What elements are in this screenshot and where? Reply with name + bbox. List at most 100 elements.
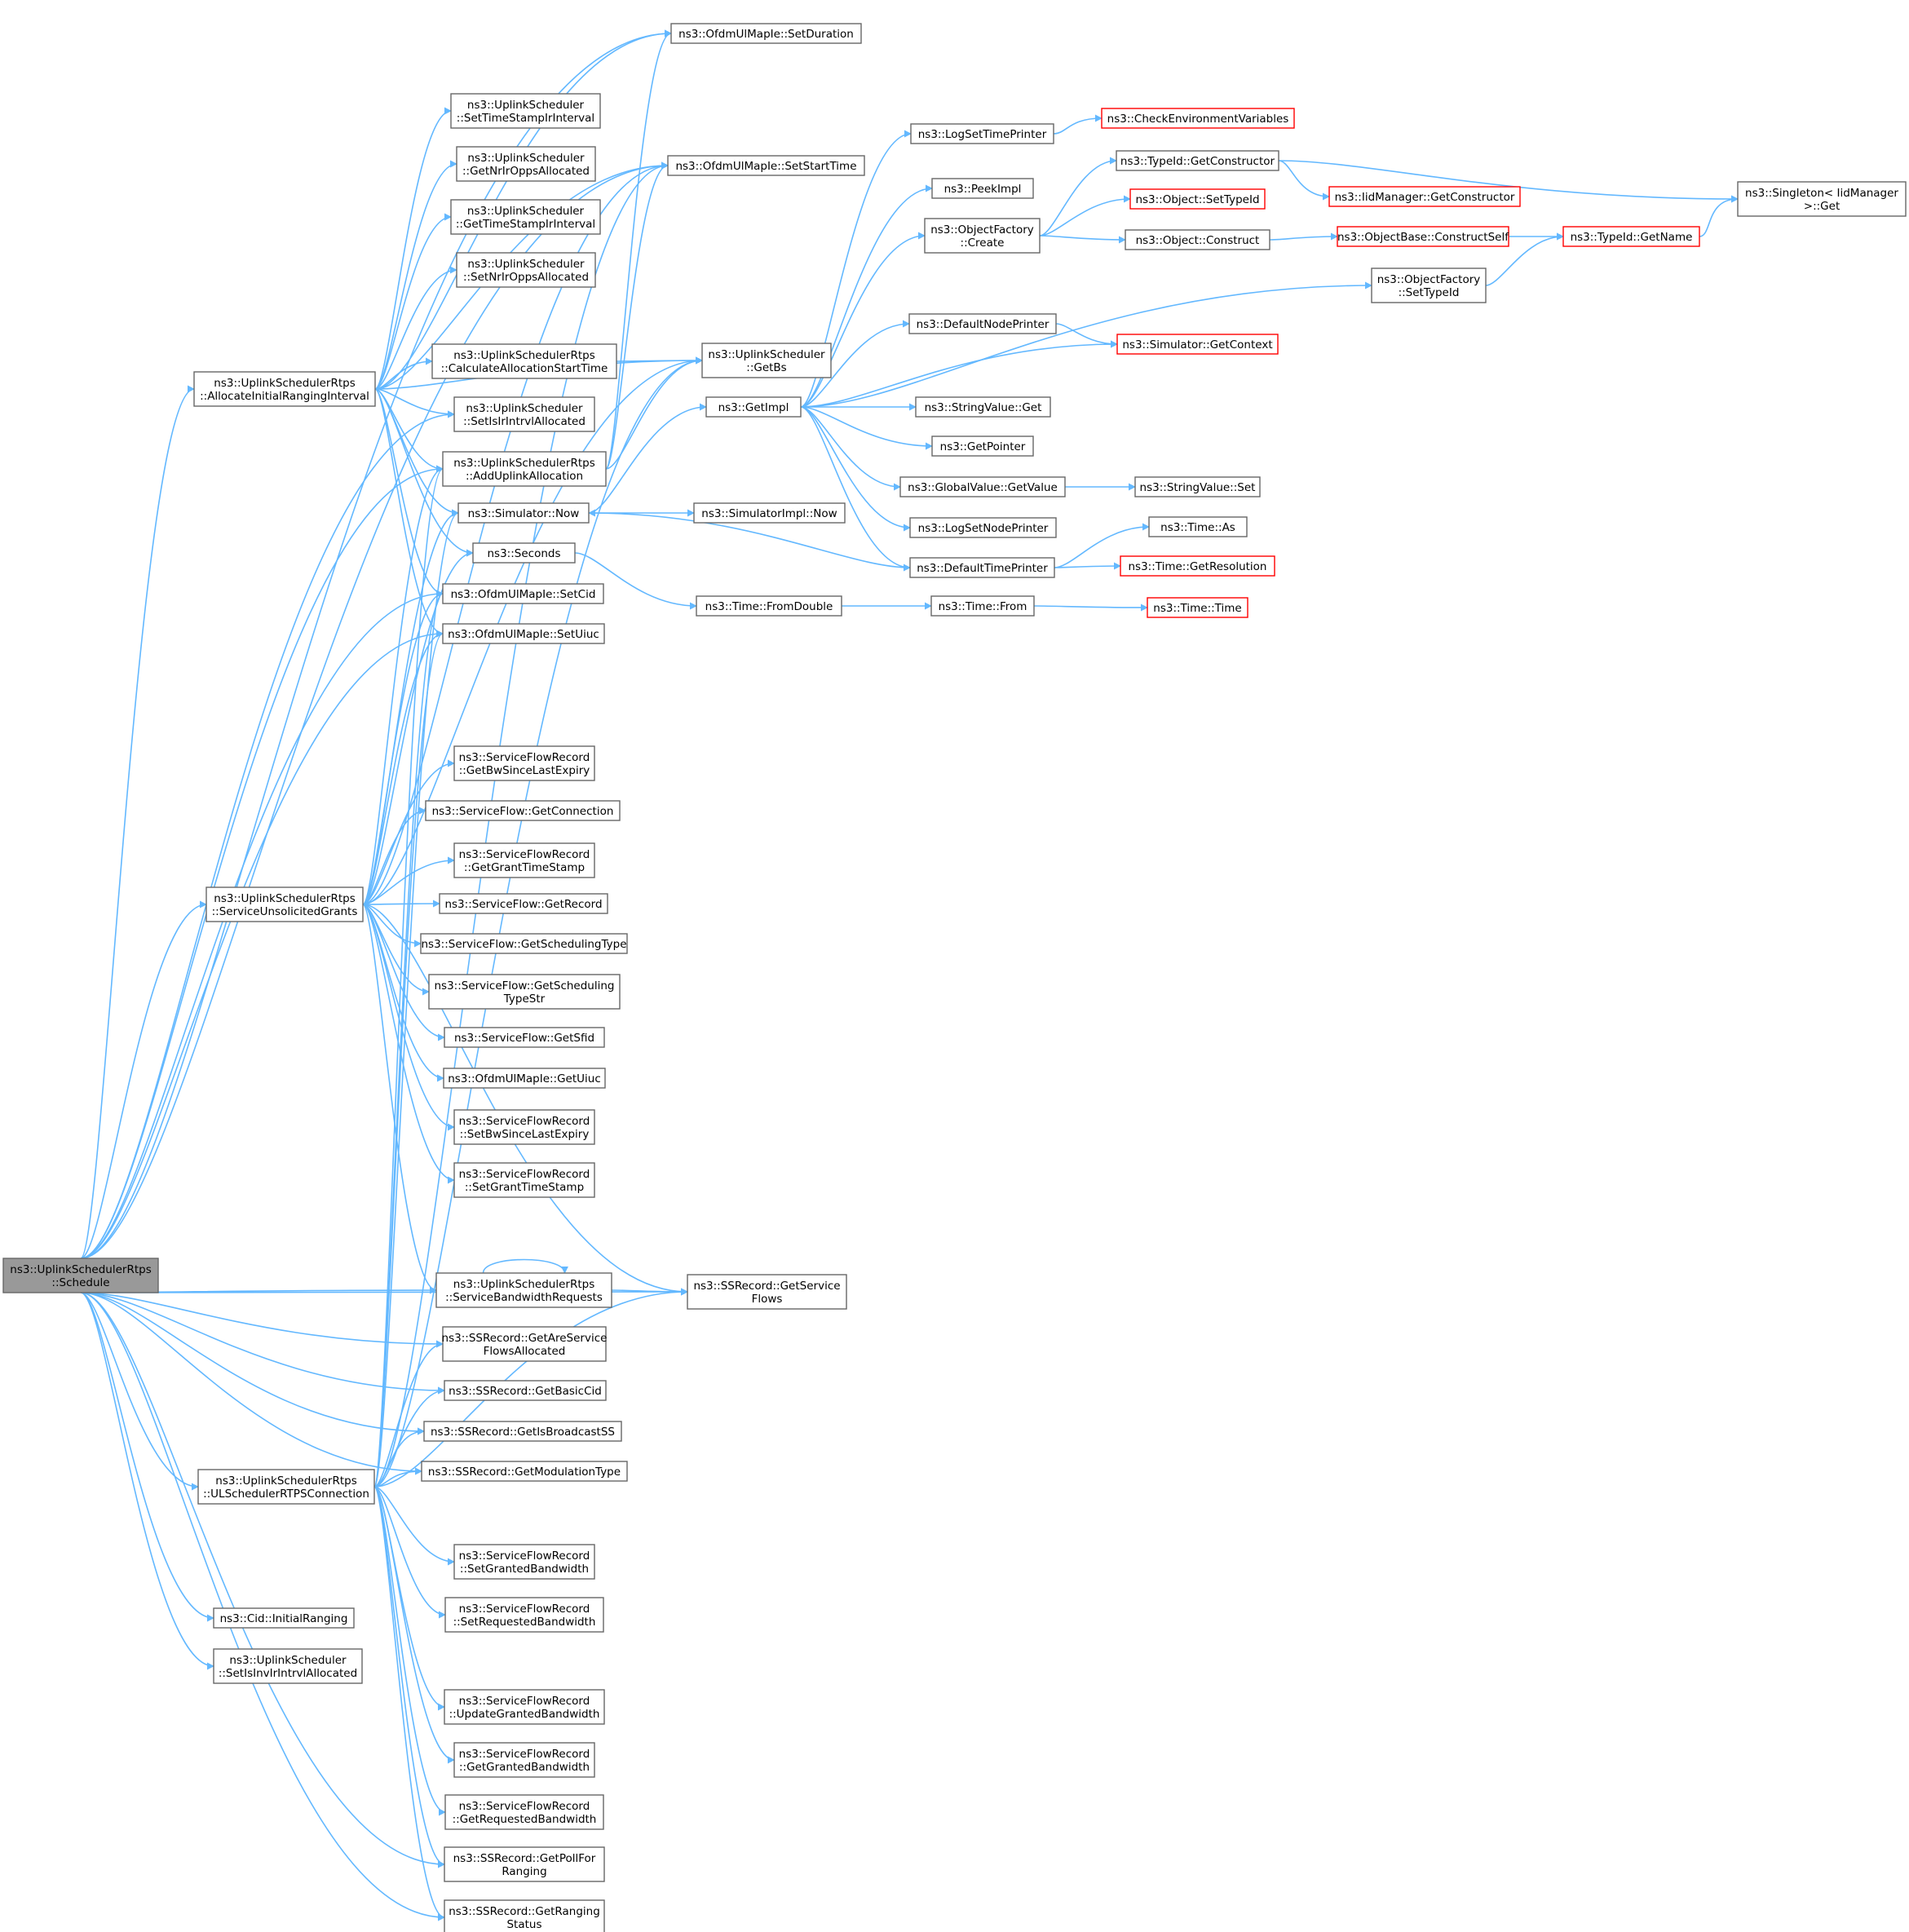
node-setinv[interactable]: ns3::UplinkScheduler::SetIsInvIrIntrvlAl… — [213, 1648, 363, 1684]
node-label-ofsettid-1: ::SetTypeId — [1399, 286, 1460, 299]
node-settsir[interactable]: ns3::UplinkScheduler::SetTimeStampIrInte… — [450, 93, 601, 129]
node-sfr_getbw[interactable]: ns3::ServiceFlowRecord::GetBwSinceLastEx… — [453, 745, 595, 781]
edge-getimpl-to-logstp — [800, 130, 912, 408]
node-timefrom[interactable]: ns3::Time::From — [930, 595, 1035, 617]
node-objbcs[interactable]: ns3::ObjectBase::ConstructSelf — [1337, 226, 1509, 247]
node-sf_getst[interactable]: ns3::ServiceFlow::GetSchedulingType — [420, 933, 628, 954]
node-sfr_setrbw[interactable]: ns3::ServiceFlowRecord::SetRequestedBand… — [444, 1597, 604, 1633]
node-sf_getconn[interactable]: ns3::ServiceFlow::GetConnection — [425, 800, 621, 821]
node-getimpl[interactable]: ns3::GetImpl — [705, 396, 802, 418]
node-sfr_getrbw[interactable]: ns3::ServiceFlowRecord::GetRequestedBand… — [444, 1794, 604, 1830]
node-sfr_getgts[interactable]: ns3::ServiceFlowRecord::GetGrantTimeStam… — [453, 842, 595, 878]
edge-logstp-to-checkenv — [1053, 114, 1103, 135]
node-sbr[interactable]: ns3::UplinkSchedulerRtps::ServiceBandwid… — [435, 1272, 612, 1308]
edge-getimpl-to-simgetctx — [800, 340, 1118, 408]
node-sfr_setgts[interactable]: ns3::ServiceFlowRecord::SetGrantTimeStam… — [453, 1162, 595, 1198]
node-label-getbs-1: ::GetBs — [746, 361, 786, 374]
edge-sbr-to-ss_getsf — [611, 1288, 688, 1296]
edge-alloc-to-gettsir — [374, 213, 452, 390]
node-setstart[interactable]: ns3::OfdmUlMapIe::SetStartTime — [667, 155, 865, 176]
node-suq[interactable]: ns3::UplinkSchedulerRtps::ServiceUnsolic… — [205, 886, 364, 922]
node-sf_getsfid[interactable]: ns3::ServiceFlow::GetSfid — [444, 1027, 605, 1048]
edge-tidgetc-to-iidgetc — [1278, 160, 1330, 201]
node-simimplnow[interactable]: ns3::SimulatorImpl::Now — [693, 502, 846, 524]
node-tidgetname[interactable]: ns3::TypeId::GetName — [1562, 226, 1700, 247]
node-setnrir[interactable]: ns3::UplinkScheduler::SetNrIrOppsAllocat… — [456, 252, 596, 288]
node-fromdouble[interactable]: ns3::Time::FromDouble — [696, 595, 842, 617]
node-ofdm_getuiuc[interactable]: ns3::OfdmUlMapIe::GetUiuc — [443, 1068, 606, 1089]
node-timeas[interactable]: ns3::Time::As — [1148, 516, 1248, 537]
node-ofsettid[interactable]: ns3::ObjectFactory::SetTypeId — [1371, 267, 1487, 303]
node-gettsir[interactable]: ns3::UplinkScheduler::GetTimeStampIrInte… — [450, 199, 601, 235]
node-box-ss_getbcid — [444, 1380, 607, 1401]
node-ofcreate[interactable]: ns3::ObjectFactory::Create — [924, 218, 1041, 254]
node-deftime[interactable]: ns3::DefaultTimePrinter — [909, 557, 1055, 578]
node-label-timeas-0: ns3::Time::As — [1160, 521, 1235, 534]
node-sfr_getgbw[interactable]: ns3::ServiceFlowRecord::GetGrantedBandwi… — [453, 1742, 595, 1778]
node-strget[interactable]: ns3::StringValue::Get — [915, 396, 1051, 418]
node-calcstart[interactable]: ns3::UplinkSchedulerRtps::CalculateAlloc… — [431, 343, 617, 379]
node-box-sf_getrec — [439, 893, 608, 914]
node-sfr_setgbw[interactable]: ns3::ServiceFlowRecord::SetGrantedBandwi… — [453, 1544, 595, 1580]
node-ss_getmod[interactable]: ns3::SSRecord::GetModulationType — [421, 1461, 628, 1482]
node-iidgetc[interactable]: ns3::IidManager::GetConstructor — [1328, 186, 1521, 207]
node-logsnp[interactable]: ns3::LogSetNodePrinter — [909, 517, 1057, 538]
node-label-setstart-0: ns3::OfdmUlMapIe::SetStartTime — [675, 160, 856, 173]
node-label-fromdouble-0: ns3::Time::FromDouble — [705, 600, 833, 613]
node-defnode[interactable]: ns3::DefaultNodePrinter — [908, 313, 1057, 334]
node-setuiuc[interactable]: ns3::OfdmUlMapIe::SetUiuc — [442, 623, 605, 644]
edge-suq-to-sfr_setbw — [362, 904, 455, 1131]
node-initrng[interactable]: ns3::Cid::InitialRanging — [213, 1607, 355, 1629]
node-label-ss_getrng-0: ns3::SSRecord::GetRanging — [449, 1905, 600, 1918]
node-singleton[interactable]: ns3::Singleton< IidManager>::Get — [1737, 181, 1907, 217]
node-ss_getbcast[interactable]: ns3::SSRecord::GetIsBroadcastSS — [423, 1421, 622, 1442]
node-label-sbr-1: ::ServiceBandwidthRequests — [445, 1291, 603, 1304]
node-label-gettsir-1: ::GetTimeStampIrInterval — [456, 218, 595, 231]
node-tidgetc[interactable]: ns3::TypeId::GetConstructor — [1116, 150, 1279, 171]
node-timetime[interactable]: ns3::Time::Time — [1147, 597, 1248, 618]
node-ss_getbcid[interactable]: ns3::SSRecord::GetBasicCid — [444, 1380, 607, 1401]
node-strset[interactable]: ns3::StringValue::Set — [1134, 476, 1261, 497]
node-logstp[interactable]: ns3::LogSetTimePrinter — [910, 123, 1054, 144]
node-box-setuiuc — [442, 623, 605, 644]
node-sfr_updgbw[interactable]: ns3::ServiceFlowRecord::UpdateGrantedBan… — [444, 1689, 605, 1725]
node-alloc[interactable]: ns3::UplinkSchedulerRtps::AllocateInitia… — [193, 371, 376, 407]
node-box-getptr — [931, 435, 1034, 457]
node-getbs[interactable]: ns3::UplinkScheduler::GetBs — [701, 343, 832, 378]
node-ss_getasfa[interactable]: ns3::SSRecord::GetAreServiceFlowsAllocat… — [442, 1326, 608, 1362]
node-label-ss_getbcast-0: ns3::SSRecord::GetIsBroadcastSS — [431, 1426, 615, 1439]
node-box-setdur — [670, 23, 862, 44]
node-label-timefrom-0: ns3::Time::From — [939, 600, 1027, 613]
node-checkenv[interactable]: ns3::CheckEnvironmentVariables — [1101, 108, 1295, 129]
node-peekimpl[interactable]: ns3::PeekImpl — [931, 178, 1034, 199]
edge-sbr-to-sbr — [482, 1258, 568, 1274]
node-setisir[interactable]: ns3::UplinkScheduler::SetIsIrIntrvlAlloc… — [453, 396, 595, 432]
node-timegetres[interactable]: ns3::Time::GetResolution — [1120, 555, 1275, 577]
node-sf_getrec[interactable]: ns3::ServiceFlow::GetRecord — [439, 893, 608, 914]
node-box-initrng — [213, 1607, 355, 1629]
node-gvget[interactable]: ns3::GlobalValue::GetValue — [899, 476, 1066, 497]
node-box-sfr_setgts — [453, 1162, 595, 1198]
node-sfr_setbw[interactable]: ns3::ServiceFlowRecord::SetBwSinceLastEx… — [453, 1109, 595, 1145]
edge-alloc-to-seconds — [374, 388, 474, 557]
node-getptr[interactable]: ns3::GetPointer — [931, 435, 1034, 457]
node-simnow[interactable]: ns3::Simulator::Now — [457, 502, 590, 524]
edge-alloc-to-setnrir — [374, 266, 457, 390]
edge-ulrtps-to-sfr_getgbw — [373, 1486, 455, 1764]
node-label-sfr_getgts-1: ::GetGrantTimeStamp — [464, 861, 585, 874]
node-ulrtps[interactable]: ns3::UplinkSchedulerRtps::ULSchedulerRTP… — [197, 1469, 375, 1505]
node-schedule[interactable]: ns3::UplinkSchedulerRtps::Schedule — [2, 1258, 159, 1293]
node-setdur[interactable]: ns3::OfdmUlMapIe::SetDuration — [670, 23, 862, 44]
node-simgetctx[interactable]: ns3::Simulator::GetContext — [1116, 334, 1279, 355]
node-objsettid[interactable]: ns3::Object::SetTypeId — [1129, 188, 1266, 210]
node-addul[interactable]: ns3::UplinkSchedulerRtps::AddUplinkAlloc… — [442, 451, 607, 487]
node-objcons[interactable]: ns3::Object::Construct — [1125, 229, 1270, 250]
node-setcid[interactable]: ns3::OfdmUlMapIe::SetCid — [442, 583, 604, 604]
node-getnrir[interactable]: ns3::UplinkScheduler::GetNrIrOppsAllocat… — [456, 146, 596, 182]
node-seconds[interactable]: ns3::Seconds — [472, 542, 576, 564]
node-box-strset — [1134, 476, 1261, 497]
